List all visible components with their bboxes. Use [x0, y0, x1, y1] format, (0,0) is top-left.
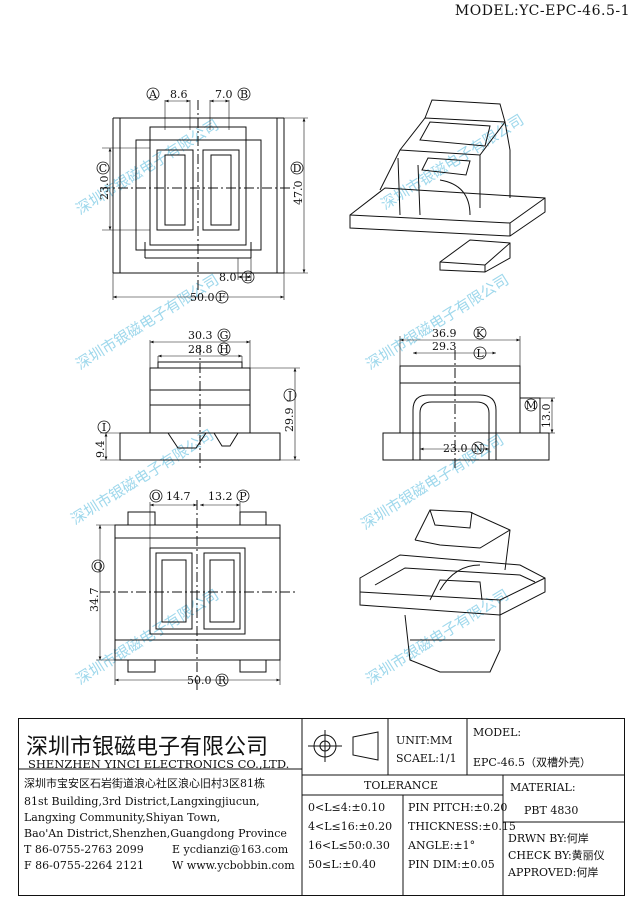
dim-value-b: 7.0 [215, 88, 233, 101]
tolerance-right-2: ANGLE:±1° [407, 839, 475, 852]
dim-value-c: 23.0 [98, 176, 111, 201]
dim-letter-f: F [218, 291, 226, 304]
dim-value-k: 36.9 [432, 327, 457, 340]
dim-value-m: 13.0 [540, 404, 553, 429]
top-view-dim-labels: A 8.6 7.0 B C 23.0 D 47.0 8.0 E 50.0 F [96, 87, 305, 304]
drawing-canvas: 深圳市银磁电子有限公司 深圳市银磁电子有限公司 深圳市银磁电子有限公司 深圳市银… [68, 87, 555, 690]
unit-label: UNIT:MM [396, 734, 452, 747]
dim-letter-k: K [476, 327, 485, 340]
side-view-dim-labels: 36.9 K 29.3 L M 13.0 23.0 N [432, 326, 553, 455]
scale-label: SCAEL:1/1 [396, 752, 457, 765]
dim-letter-j: J [287, 389, 292, 402]
dim-letter-m: M [525, 399, 536, 412]
tolerance-right-3: PIN DIM:±0.05 [408, 858, 495, 871]
dim-value-f: 50.0 [190, 291, 215, 304]
dim-value-h: 28.8 [188, 343, 213, 356]
tolerance-right-1: THICKNESS:±0.15 [408, 820, 516, 833]
tolerance-left-2: 16<L≤50:0.30 [308, 839, 390, 852]
dim-letter-i: I [102, 421, 106, 434]
dim-letter-a: A [148, 88, 158, 101]
address-en-3: Bao'An District,Shenzhen,Guangdong Provi… [24, 827, 287, 840]
dim-value-d: 47.0 [292, 181, 305, 206]
tolerance-left-1: 4<L≤16:±0.20 [308, 820, 392, 833]
model-value: EPC-46.5（双槽外壳） [473, 755, 591, 769]
watermark-text: 深圳市银磁电子有限公司 [73, 271, 222, 374]
dim-letter-g: G [220, 329, 229, 342]
dim-value-e: 8.0 [219, 271, 237, 284]
dim-letter-d: D [293, 162, 302, 175]
watermark-text: 深圳市银磁电子有限公司 [378, 111, 527, 214]
tolerance-left-3: 50≤L:±0.40 [308, 858, 376, 871]
dim-value-g: 30.3 [188, 329, 213, 342]
top-view [100, 99, 308, 300]
approved-by: APPROVED:何岸 [507, 866, 598, 879]
address-en-2: Langxing Community,Shiyan Town, [24, 811, 220, 824]
dim-value-l: 29.3 [432, 340, 457, 353]
front-view-dim-labels: 30.3 G 28.8 H I 9.4 J 29.9 [94, 328, 297, 459]
dim-letter-q: Q [93, 560, 102, 573]
company-name-cn: 深圳市银磁电子有限公司 [26, 735, 268, 760]
dim-value-p: 13.2 [208, 490, 233, 503]
dim-letter-n: N [473, 442, 483, 455]
bottom-view-dim-labels: O 14.7 13.2 P Q 34.7 50.0 R [88, 489, 250, 687]
material-label: MATERIAL: [510, 781, 576, 794]
model-label: MODEL: [473, 726, 521, 739]
front-view [100, 340, 300, 470]
dim-value-n: 23.0 [443, 442, 468, 455]
watermark-text: 深圳市银磁电子有限公司 [363, 271, 512, 374]
watermark-text: 深圳市银磁电子有限公司 [363, 586, 512, 689]
dim-value-r: 50.0 [187, 674, 212, 687]
iso-view-bottom [359, 509, 546, 673]
watermark-text: 深圳市银磁电子有限公司 [68, 426, 217, 529]
dim-value-q: 34.7 [88, 588, 101, 613]
side-view [382, 336, 555, 470]
contact-email: E ycdianzi@163.com [172, 843, 289, 856]
dim-letter-b: B [240, 88, 248, 101]
dim-letter-p: P [239, 490, 247, 503]
contact-web: W www.ycbobbin.com [172, 859, 295, 872]
dim-letter-l: L [476, 347, 484, 360]
dim-value-a: 8.6 [170, 88, 188, 101]
address-cn: 深圳市宝安区石岩街道浪心社区浪心旧村3区81栋 [24, 776, 265, 790]
tolerance-right-0: PIN PITCH:±0.20 [408, 801, 507, 814]
dim-letter-c: C [99, 162, 107, 175]
iso-view-top [349, 99, 546, 273]
address-en-1: 81st Building,3rd District,Langxingjiucu… [24, 795, 260, 808]
watermark-text: 深圳市银磁电子有限公司 [73, 116, 222, 219]
dim-value-i: 9.4 [94, 441, 107, 459]
dim-letter-r: R [218, 674, 227, 687]
drawn-by: DRWN BY:何岸 [508, 832, 589, 845]
dim-value-o: 14.7 [166, 490, 191, 503]
contact-tel: T 86-0755-2763 2099 [24, 843, 144, 856]
dim-letter-h: H [219, 343, 229, 356]
bottom-view [96, 500, 295, 690]
contact-fax: F 86-0755-2264 2121 [24, 859, 144, 872]
dim-letter-o: O [151, 490, 160, 503]
title-block: 深圳市银磁电子有限公司 SHENZHEN YINCI ELECTRONICS C… [18, 718, 625, 896]
projection-symbol [308, 730, 379, 762]
tolerance-label: TOLERANCE [364, 779, 438, 792]
check-by: CHECK BY:黄丽仪 [508, 848, 605, 862]
company-name-en: SHENZHEN YINCI ELECTRONICS CO.,LTD. [28, 757, 289, 771]
material-value: PBT 4830 [524, 804, 578, 817]
tolerance-left-0: 0<L≤4:±0.10 [308, 801, 385, 814]
dim-value-j: 29.9 [283, 408, 296, 433]
dim-letter-e: E [244, 271, 252, 284]
model-header: MODEL:YC-EPC-46.5-1 [454, 3, 630, 19]
